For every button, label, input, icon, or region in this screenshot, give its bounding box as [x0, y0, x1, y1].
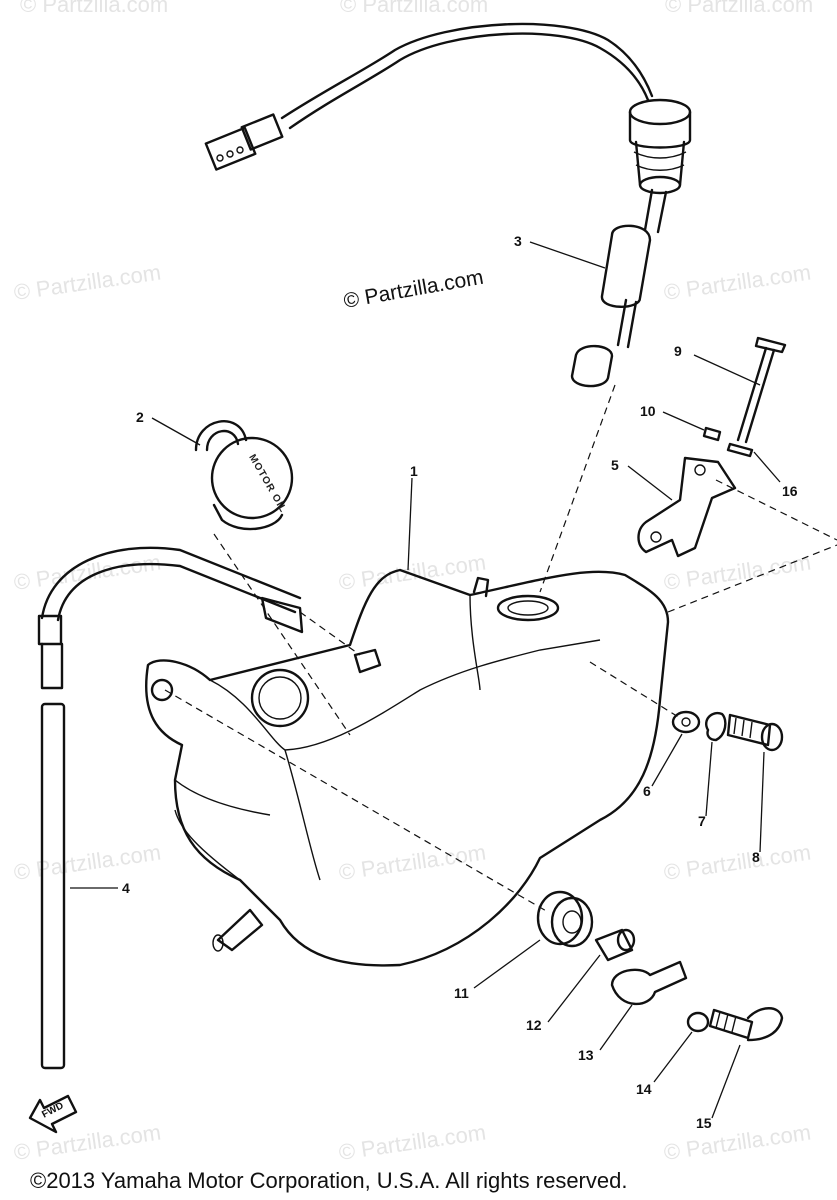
watermark: © Partzilla.com: [662, 550, 812, 595]
callout-9: 9: [674, 343, 682, 359]
watermark: © Partzilla.com: [12, 260, 162, 305]
oil-tank: [145, 568, 670, 967]
callout-14: 14: [636, 1081, 652, 1097]
lock-washer: [705, 711, 727, 742]
oil-hose: [37, 546, 304, 1070]
callout-2: 2: [136, 409, 144, 425]
washer-hole: [681, 717, 691, 727]
callout-11: 11: [454, 985, 469, 1001]
callout-6: 6: [643, 783, 651, 799]
hose-clamp: [610, 960, 688, 1006]
fwd-label: FWD: [40, 1100, 65, 1120]
brand-mark: © Partzilla.com: [342, 266, 485, 313]
callout-8: 8: [752, 849, 760, 865]
watermark: © Partzilla.com: [662, 260, 812, 305]
watermark: © Partzilla.com: [337, 1120, 487, 1165]
oil-level-gauge: [204, 22, 692, 388]
watermark: © Partzilla.com: [340, 0, 488, 17]
watermark: © Partzilla.com: [337, 550, 487, 595]
small-screw: [702, 426, 722, 442]
assembly-lines: [164, 384, 837, 913]
washer-small: [726, 442, 754, 458]
callout-7: 7: [698, 813, 706, 829]
callout-3: 3: [514, 233, 522, 249]
callout-labels: 1 2 3 4 5 6 7 8 9 10 16 11 12 13 14 15: [122, 233, 798, 1131]
cap-label: MOTOR OIL: [246, 453, 288, 515]
rubber-grommet: [536, 890, 594, 948]
callout-13: 13: [578, 1047, 594, 1063]
callout-5: 5: [611, 457, 619, 473]
washer: [686, 1011, 710, 1033]
watermark: © Partzilla.com: [662, 840, 812, 885]
leader-lines: [70, 241, 781, 1119]
watermark: © Partzilla.com: [12, 840, 162, 885]
copyright-notice: ©2013 Yamaha Motor Corporation, U.S.A. A…: [30, 1168, 627, 1193]
forward-arrow: FWD: [28, 1094, 78, 1134]
callout-15: 15: [696, 1115, 712, 1131]
oil-tank-cap: MOTOR OIL: [194, 420, 294, 531]
callout-16: 16: [782, 483, 798, 499]
watermark: © Partzilla.com: [20, 0, 168, 17]
watermark-layer: © Partzilla.com © Partzilla.com © Partzi…: [12, 0, 813, 1165]
wing-bolt: [708, 1007, 784, 1042]
long-bolt: [736, 336, 787, 444]
watermark: © Partzilla.com: [337, 840, 487, 885]
collar: [594, 928, 636, 962]
watermark: © Partzilla.com: [662, 1120, 812, 1165]
watermark: © Partzilla.com: [665, 0, 813, 17]
mounting-bracket: [637, 456, 737, 558]
callout-12: 12: [526, 1017, 542, 1033]
callout-10: 10: [640, 403, 656, 419]
callout-4: 4: [122, 880, 130, 896]
tank-bolt: [726, 713, 784, 752]
watermark: © Partzilla.com: [12, 1120, 162, 1165]
callout-1: 1: [410, 463, 418, 479]
plain-washer: [671, 710, 701, 734]
watermark: © Partzilla.com: [12, 550, 162, 595]
